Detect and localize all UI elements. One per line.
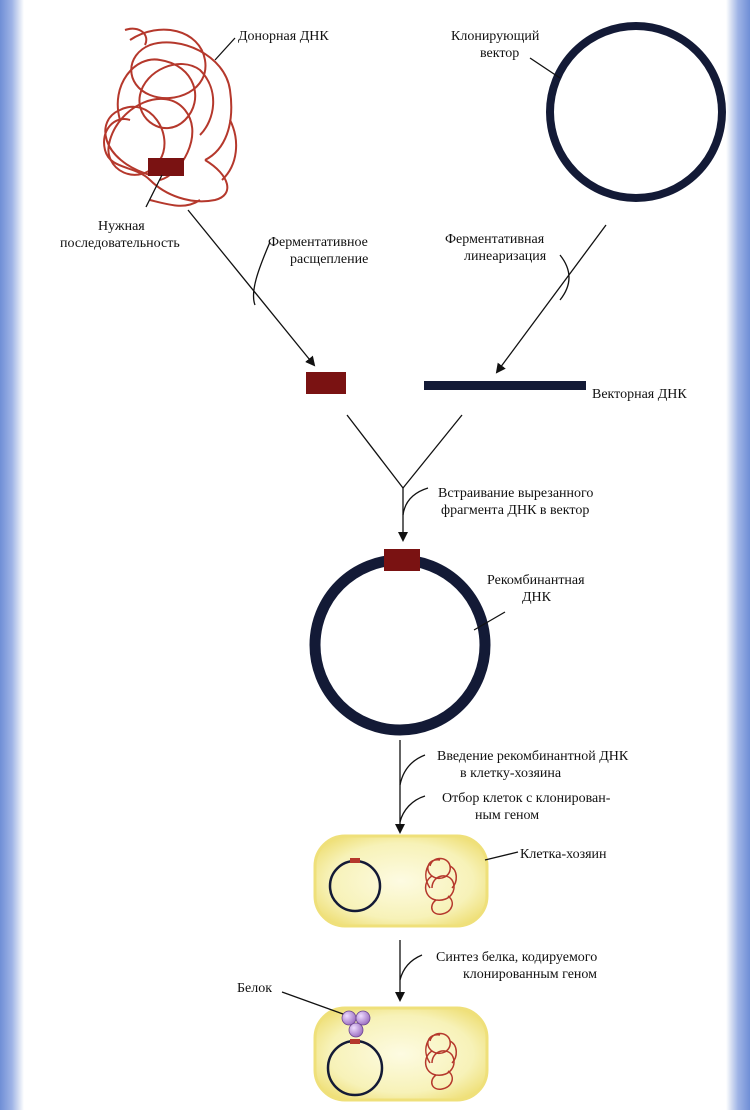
enzymatic-cleavage-label: Ферментативное расщепление — [268, 235, 371, 267]
host-cell-with-protein — [313, 1006, 489, 1102]
linear-vector-dna — [424, 381, 586, 390]
protein-label: Белок — [237, 981, 272, 996]
donor-dna-pointer — [214, 37, 236, 61]
host-chromosome-coil — [424, 857, 457, 915]
protein-molecule — [341, 1010, 371, 1038]
host-cell-label: Клетка-хозяин — [520, 847, 607, 862]
host-cell-pointer — [484, 851, 519, 861]
synthesis-side-branch — [399, 954, 423, 981]
target-sequence-block — [148, 158, 184, 176]
host-plasmid-insert — [350, 858, 360, 863]
recombinant-dna-pointer — [473, 611, 506, 631]
target-sequence-pointer — [145, 174, 163, 208]
cloning-vector-pointer — [529, 57, 561, 79]
insertion-label: Встраивание вырезанного фрагмента ДНК в … — [438, 486, 597, 518]
vector-dna-label: Векторная ДНК — [592, 387, 687, 402]
enzymatic-linearization-label: Ферментативная линеаризация — [445, 232, 548, 264]
recombinant-dna-ring — [309, 554, 491, 736]
join-line-right — [402, 414, 463, 489]
recombinant-dna-label: Рекомбинантная ДНК — [487, 573, 588, 605]
target-sequence-label: Нужная последовательность — [60, 219, 180, 251]
recombinant-insert-block — [384, 549, 420, 571]
cleavage-arrow — [187, 209, 316, 367]
host-cell — [313, 834, 489, 928]
protein-pointer — [281, 991, 344, 1015]
donor-dna-coil — [103, 27, 238, 207]
donor-dna-label: Донорная ДНК — [238, 29, 329, 44]
host-plasmid-insert-2 — [350, 1039, 360, 1044]
join-line-left — [346, 414, 404, 489]
selection-side-branch — [399, 795, 426, 823]
cleavage-side-branch — [252, 241, 271, 306]
introduction-side-branch — [399, 754, 426, 786]
cut-insert-fragment — [306, 372, 346, 394]
cloning-vector-label: Клонирующий вектор — [451, 29, 543, 61]
introduction-label: Введение рекомбинантной ДНК в клетку-хоз… — [437, 749, 632, 781]
synthesis-label: Синтез белка, кодируемого клонированным … — [436, 950, 601, 982]
insertion-side-branch — [402, 487, 429, 516]
host-chromosome-coil-2 — [424, 1032, 457, 1090]
linearization-side-branch — [559, 254, 570, 301]
linearization-arrow — [495, 224, 607, 374]
selection-label: Отбор клеток с клонирован- ным геном — [442, 791, 614, 823]
cloning-vector-ring — [546, 22, 726, 202]
